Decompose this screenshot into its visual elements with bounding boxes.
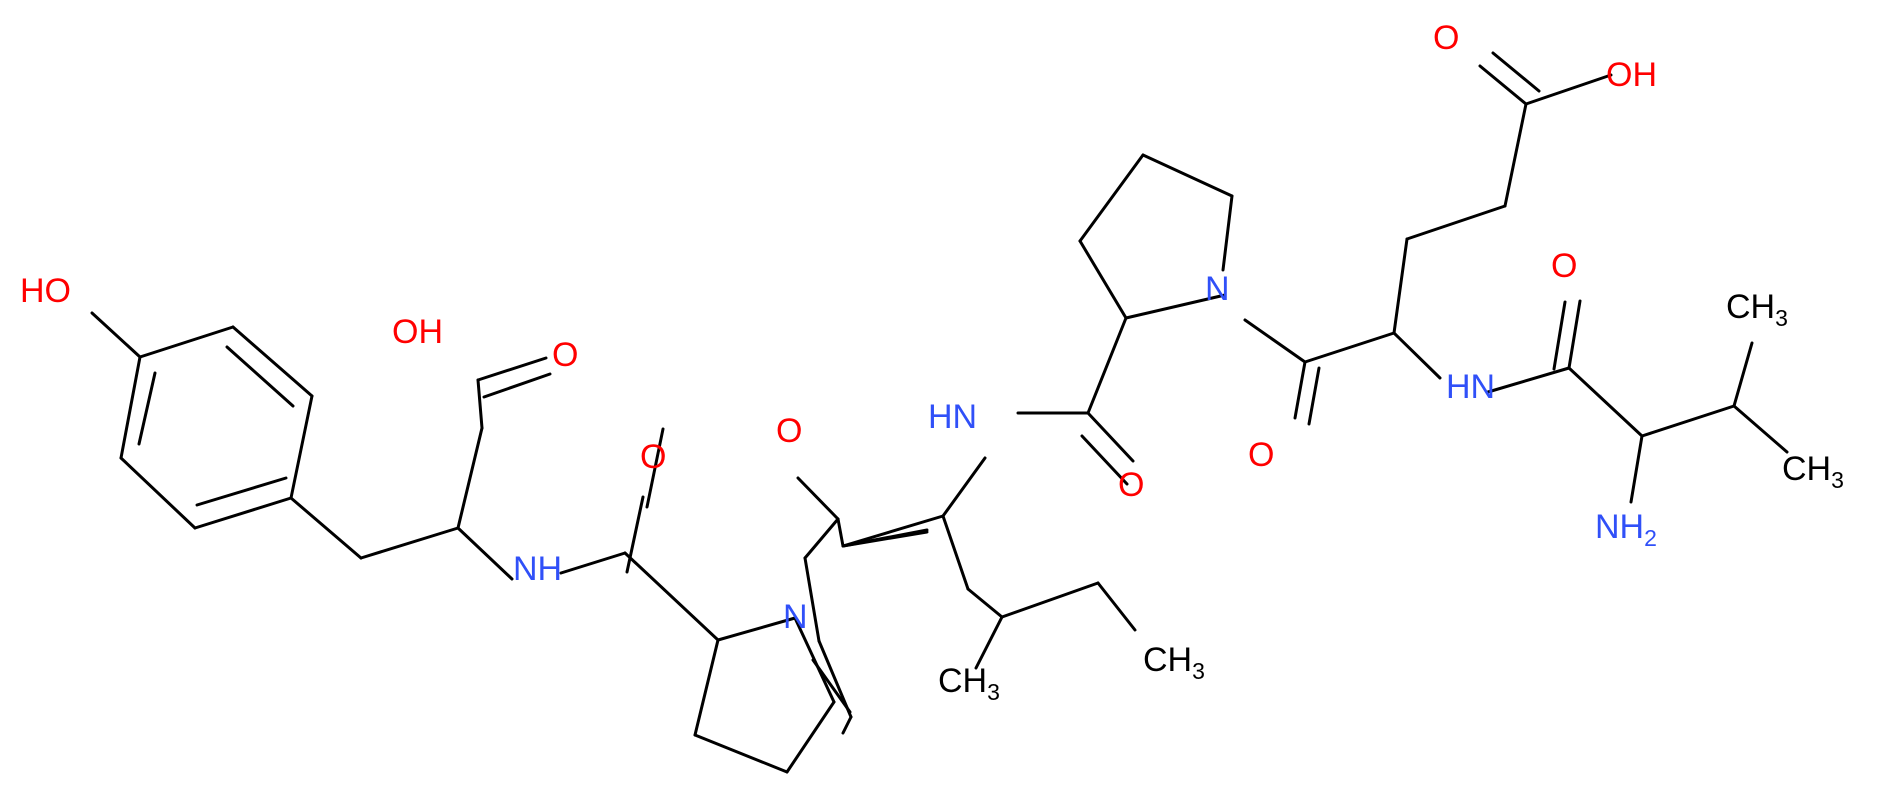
bond-line [559, 551, 627, 575]
bond-line [482, 372, 552, 399]
bond-line [841, 530, 929, 548]
bond-line [476, 378, 484, 430]
bond-line [716, 616, 797, 642]
bond-line [645, 427, 665, 509]
bond-line [1080, 434, 1129, 486]
atom-label-nh-ile: HN [928, 398, 977, 436]
bond-line [1303, 331, 1396, 364]
bond-line [1524, 73, 1613, 106]
atom-label-ch3-val-top: CH3 [1726, 288, 1788, 331]
bond-line [1124, 293, 1227, 320]
bond-line [693, 733, 789, 774]
bond-line [137, 371, 157, 446]
atom-label-ch3-val-right: CH3 [1782, 450, 1844, 493]
bond-line [225, 345, 295, 408]
atom-label-acid-o-tyr: O [552, 336, 578, 374]
bond-line [90, 311, 142, 359]
atom-label-amide-o-pro1: O [640, 438, 666, 476]
atom-label-n-pro1: N [783, 598, 808, 636]
atom-label-amide-o-glu: O [1248, 436, 1274, 474]
bond-line [1086, 316, 1128, 415]
atom-label-nh2-val: NH2 [1595, 508, 1657, 551]
bond-line [1221, 194, 1234, 272]
bond-line [1405, 204, 1507, 241]
bond-line [785, 700, 836, 774]
bond-line [1392, 331, 1442, 380]
bond-line [941, 456, 987, 518]
bond-line [1640, 404, 1736, 438]
bond-line [966, 587, 1004, 619]
bond-line [623, 551, 720, 642]
bond-line [1078, 239, 1128, 320]
bond-line [796, 476, 840, 521]
bond-line [119, 456, 197, 530]
bond-line [1567, 366, 1644, 438]
bond-line [693, 638, 720, 737]
bond-line [193, 496, 293, 530]
bond-line [1000, 581, 1100, 619]
atom-label-n-pro2: N [1205, 270, 1230, 308]
bond-line [974, 615, 1004, 670]
bond-line [841, 715, 853, 735]
bond-line [195, 476, 288, 507]
atom-label-amide-o-pro2: O [1118, 466, 1144, 504]
bond-line [941, 514, 970, 591]
bond-line [1392, 237, 1409, 335]
atom-label-hydroxyl-tyr: HO [20, 272, 71, 310]
bond-line [1243, 318, 1307, 364]
bond-line [476, 356, 548, 382]
bond-line [811, 658, 852, 714]
bond-line [289, 394, 314, 500]
bond-line [1491, 51, 1541, 93]
bond-line [1293, 360, 1307, 420]
bond-line [138, 325, 235, 359]
atom-label-amide-o-ile: O [776, 412, 802, 450]
atom-label-ch3-ile-branch: CH3 [938, 662, 1000, 705]
atom-label-acid-oh-glu: OH [1606, 56, 1657, 94]
bond-line [231, 325, 314, 398]
bond-line [1732, 341, 1754, 408]
atom-label-acid-oh-tyr: OH [392, 313, 443, 351]
bond-line [1096, 581, 1137, 632]
atom-label-ch3-ile-end: CH3 [1143, 641, 1205, 684]
bond-line [359, 526, 460, 560]
bond-line [119, 355, 142, 460]
bond-line [1307, 366, 1321, 426]
bond-line [1567, 299, 1582, 370]
bond-line [1141, 153, 1234, 198]
bond-line [1732, 404, 1789, 454]
bond-line [803, 517, 840, 560]
bond-line [625, 495, 645, 574]
bond-line [1629, 434, 1644, 504]
bond-line [456, 526, 514, 581]
bond-line [456, 426, 484, 530]
atom-label-amide-o-val: O [1551, 247, 1577, 285]
atom-label-acid-o-glu: O [1433, 19, 1459, 57]
bond-line [836, 517, 845, 548]
bond-line [1086, 411, 1135, 463]
atom-label-nh-glu: HN [1446, 368, 1495, 406]
bond-line [1552, 300, 1567, 371]
bond-line [1486, 366, 1571, 394]
bond-line [289, 496, 363, 560]
bond-lines [90, 51, 1789, 774]
bond-line [803, 556, 821, 643]
bond-line [1078, 153, 1145, 243]
atom-label-nh-tyr: NH [513, 550, 562, 588]
bond-line [841, 514, 945, 548]
bond-line [1478, 64, 1528, 106]
bond-line [1503, 102, 1528, 208]
